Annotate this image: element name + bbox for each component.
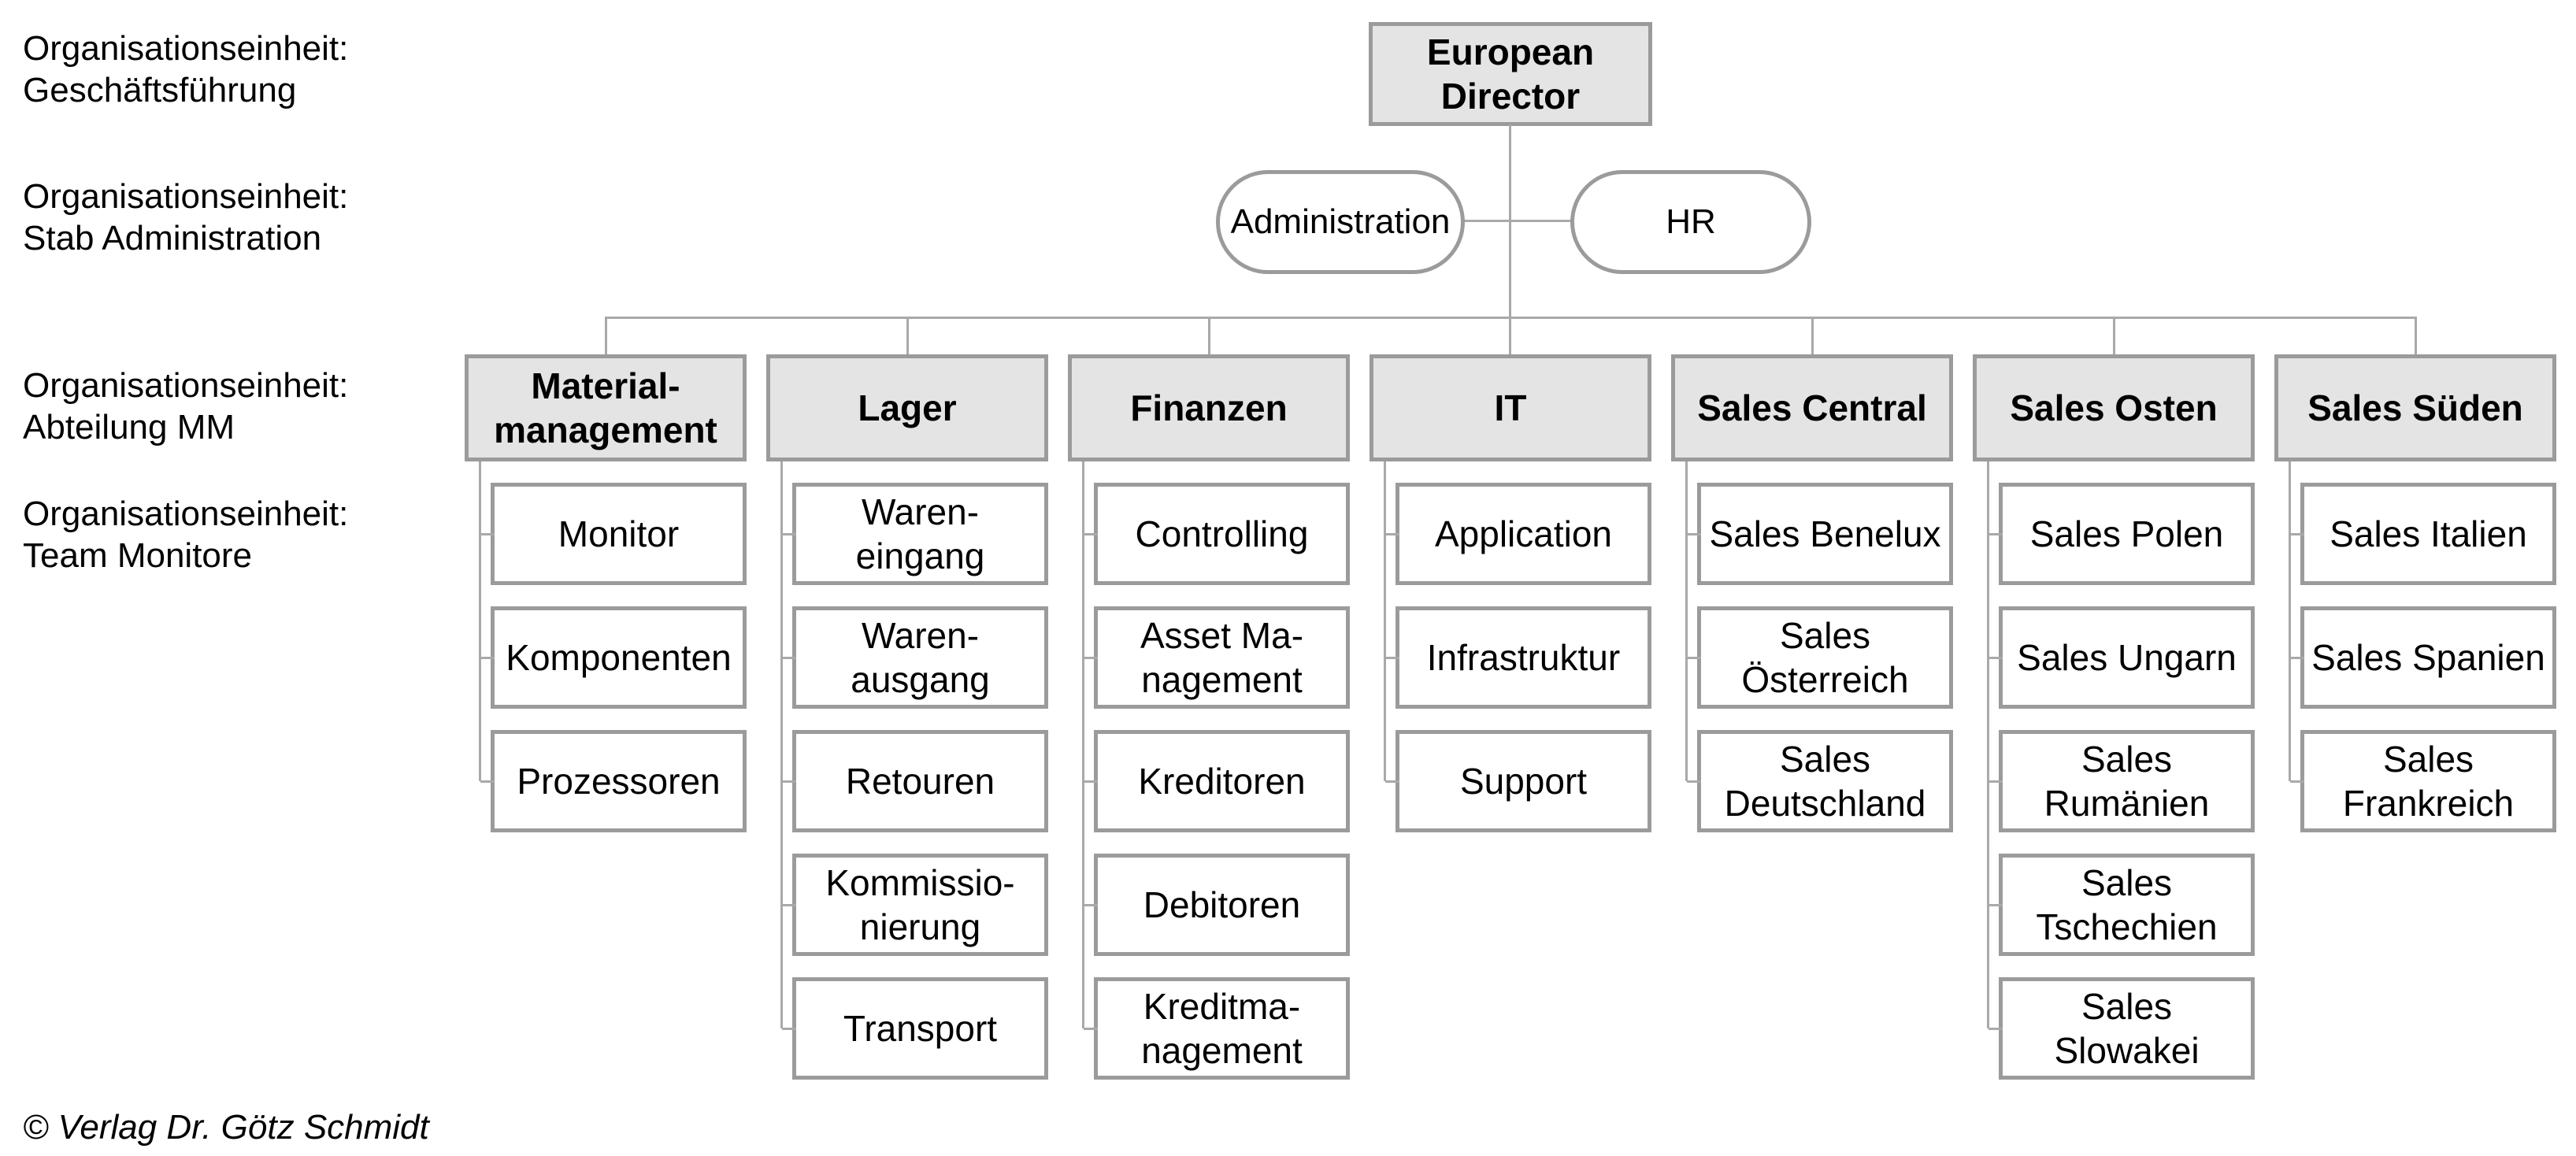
dept-column-sales-sueden: Sales Süden Sales Italien Sales Spanien …: [2274, 354, 2556, 832]
connector-tick: [1208, 317, 1210, 356]
dept-column-finanzen: Finanzen Controlling Asset Ma- nagement …: [1068, 354, 1350, 1080]
team-node: Sales Tschechien: [1989, 854, 2255, 956]
connector-tick: [2113, 317, 2115, 356]
connector-spine: [780, 461, 783, 1028]
team-node: Prozessoren: [480, 730, 747, 832]
team-node: Sales Polen: [1989, 483, 2255, 585]
team-node: Infrastruktur: [1385, 606, 1651, 709]
dept-column-lager: Lager Waren- eingang Waren- ausgang Reto…: [766, 354, 1048, 1080]
node-finanzen: Finanzen: [1068, 354, 1350, 461]
dept-column-it: IT Application Infrastruktur Support: [1370, 354, 1651, 832]
connector-tick: [906, 317, 909, 356]
team-node: Kreditma- nagement: [1084, 977, 1350, 1080]
connector-tick: [1509, 317, 1511, 356]
team-node: Sales Slowakei: [1989, 977, 2255, 1080]
annotation-stab-administration: Organisationseinheit: Stab Administratio…: [23, 177, 349, 258]
annotation-geschaeftsfuehrung: Organisationseinheit: Geschäftsführung: [23, 29, 349, 109]
connector-spine: [1082, 461, 1084, 1028]
dept-column-material-management: Material- management Monitor Komponenten…: [465, 354, 747, 832]
team-node: Retouren: [782, 730, 1048, 832]
team-node: Sales Rumänien: [1989, 730, 2255, 832]
node-administration: Administration: [1216, 170, 1465, 274]
node-material-management: Material- management: [465, 354, 747, 461]
node-european-director: European Director: [1369, 22, 1652, 126]
team-node: Transport: [782, 977, 1048, 1080]
team-node: Komponenten: [480, 606, 747, 709]
team-node: Sales Österreich: [1687, 606, 1953, 709]
connector-tick: [2415, 317, 2417, 356]
annotation-abteilung-mm: Organisationseinheit: Abteilung MM: [23, 366, 349, 446]
team-node: Kommissio- nierung: [782, 854, 1048, 956]
team-node: Debitoren: [1084, 854, 1350, 956]
connector-spine: [1987, 461, 1989, 1028]
team-node: Application: [1385, 483, 1651, 585]
team-node: Sales Ungarn: [1989, 606, 2255, 709]
connector-tick: [605, 317, 607, 356]
team-node: Monitor: [480, 483, 747, 585]
annotation-team-monitore: Organisationseinheit: Team Monitore: [23, 495, 349, 575]
copyright-notice: © Verlag Dr. Götz Schmidt: [23, 1108, 429, 1147]
team-node: Sales Deutschland: [1687, 730, 1953, 832]
node-sales-sueden: Sales Süden: [2274, 354, 2556, 461]
team-node: Sales Benelux: [1687, 483, 1953, 585]
connector-spine: [1384, 461, 1386, 781]
team-node: Kreditoren: [1084, 730, 1350, 832]
team-node: Sales Spanien: [2290, 606, 2556, 709]
node-it: IT: [1370, 354, 1651, 461]
connector-spine: [479, 461, 481, 781]
connector-spine: [2289, 461, 2291, 781]
team-node: Waren- ausgang: [782, 606, 1048, 709]
team-node: Sales Frankreich: [2290, 730, 2556, 832]
connector-spine: [1685, 461, 1688, 781]
node-hr: HR: [1570, 170, 1811, 274]
node-lager: Lager: [766, 354, 1048, 461]
connector-tick: [1811, 317, 1814, 356]
connector-staff-horizontal: [1463, 220, 1572, 222]
team-node: Controlling: [1084, 483, 1350, 585]
team-node: Waren- eingang: [782, 483, 1048, 585]
node-sales-central: Sales Central: [1671, 354, 1953, 461]
node-sales-osten: Sales Osten: [1973, 354, 2255, 461]
team-node: Sales Italien: [2290, 483, 2556, 585]
dept-column-sales-osten: Sales Osten Sales Polen Sales Ungarn Sal…: [1973, 354, 2255, 1080]
team-node: Support: [1385, 730, 1651, 832]
team-node: Asset Ma- nagement: [1084, 606, 1350, 709]
dept-column-sales-central: Sales Central Sales Benelux Sales Österr…: [1671, 354, 1953, 832]
